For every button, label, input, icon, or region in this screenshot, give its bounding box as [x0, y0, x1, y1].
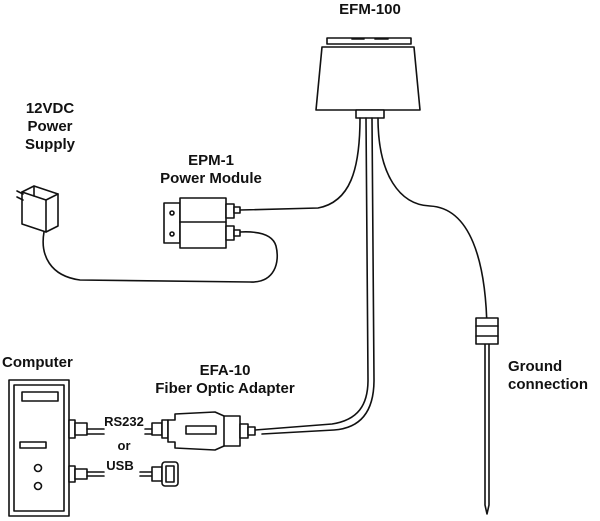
ground-cable	[377, 117, 488, 331]
epm1-label: EPM-1 Power Module	[136, 152, 286, 188]
computer-tower	[8, 379, 70, 517]
efm100-sensor	[315, 37, 421, 119]
efm100-label: EFM-100	[339, 1, 401, 18]
usb-label: USB	[106, 458, 134, 473]
ground-label-line-1: Ground	[508, 358, 563, 375]
power-supply-label: 12VDC Power Supply	[10, 100, 90, 154]
fiber-cable-inner	[261, 117, 375, 435]
power-supply-cable	[42, 231, 278, 283]
power-supply-label-line-2: Power	[27, 118, 73, 135]
power-supply-label-line-1: 12VDC	[25, 100, 75, 117]
efa10-label-line-2: Fiber Optic Adapter	[155, 380, 295, 397]
epm1-label-line-1: EPM-1	[188, 152, 234, 169]
power-supply-adapter	[16, 185, 59, 233]
power-supply-label-line-3: Supply	[24, 136, 75, 153]
rs232-label: RS232	[104, 414, 144, 429]
epm1-label-line-2: Power Module	[160, 170, 262, 187]
epm1-module	[163, 197, 241, 249]
usb-cable	[68, 461, 179, 487]
fiber-cable-sensor-to-efa	[254, 117, 369, 431]
efa10-label: EFA-10 Fiber Optic Adapter	[135, 362, 315, 398]
ground-rod	[475, 317, 499, 515]
ground-label: Ground connection	[508, 358, 588, 394]
ground-label-line-2: connection	[508, 376, 589, 393]
efa10-label-line-1: EFA-10	[199, 362, 251, 379]
or-label: or	[117, 438, 131, 453]
computer-label: Computer	[2, 354, 73, 371]
cable-sensor-to-epm	[239, 117, 361, 211]
efa10-adapter	[167, 411, 256, 451]
